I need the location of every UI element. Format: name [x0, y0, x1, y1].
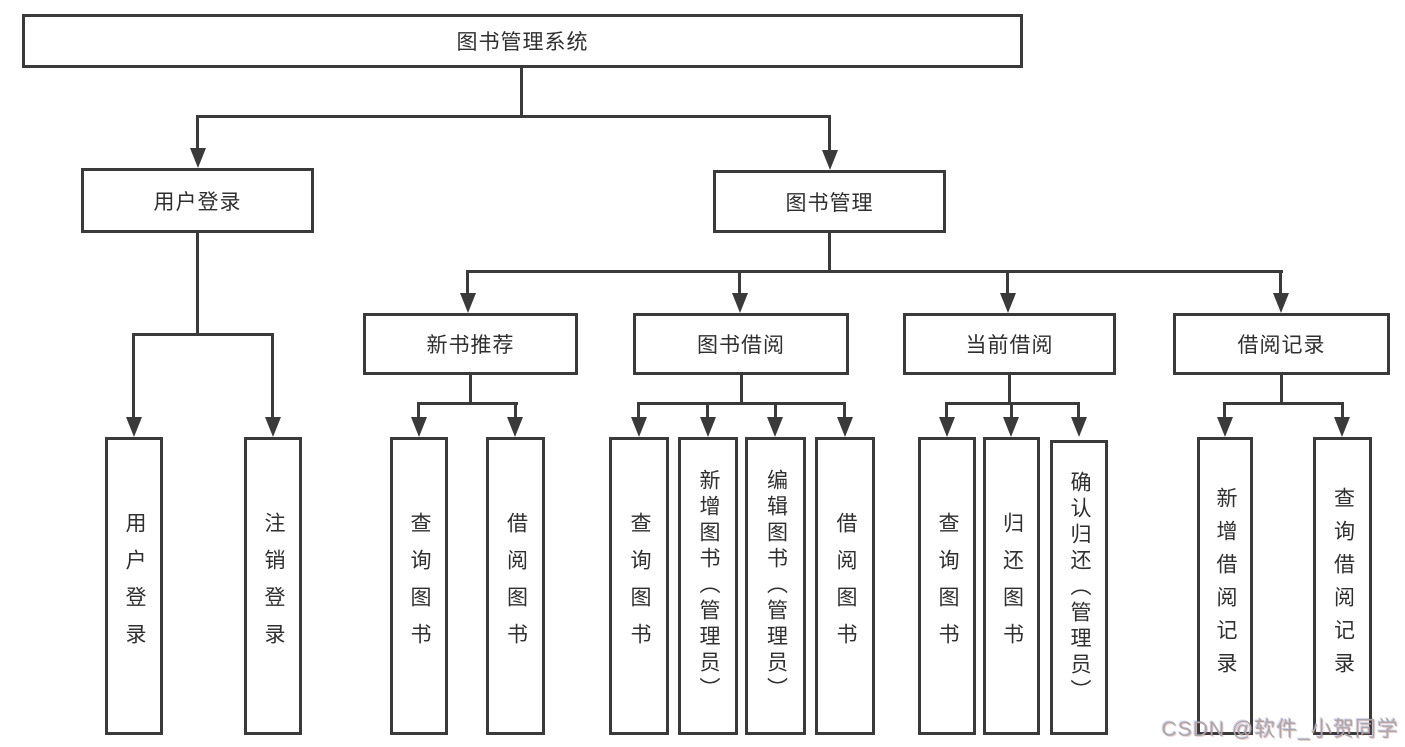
leaf-label: 编辑图书（管理员） — [764, 469, 788, 703]
connector-segment — [514, 402, 517, 419]
leaf-return-books: 归还图书 — [983, 437, 1040, 735]
connector-segment — [1006, 270, 1009, 295]
connector-segment — [738, 270, 741, 295]
leaf-label: 查询图书 — [936, 512, 959, 660]
leaf-borrow-books-recommend: 借阅图书 — [486, 437, 545, 735]
arrow-down-icon — [265, 417, 281, 437]
node-book-management: 图书管理 — [713, 170, 946, 233]
leaf-query-books-current: 查询图书 — [918, 437, 976, 735]
connector-segment — [740, 375, 743, 404]
leaf-label: 新增图书（管理员） — [697, 469, 720, 703]
leaf-query-borrow-record: 查询借阅记录 — [1313, 437, 1372, 735]
arrow-down-icon — [1217, 417, 1233, 437]
arrow-down-icon — [190, 148, 206, 168]
leaf-label: 查询图书 — [628, 512, 651, 660]
connector-segment — [1077, 402, 1080, 419]
connector-segment — [1008, 375, 1011, 404]
leaf-confirm-return-admin: 确认归还（管理员） — [1050, 440, 1108, 735]
connector-segment — [467, 270, 1283, 273]
leaf-label: 查询图书 — [408, 512, 431, 660]
connector-segment — [132, 333, 274, 336]
leaf-edit-books-admin: 编辑图书（管理员） — [745, 437, 806, 735]
connector-segment — [271, 333, 274, 419]
leaf-add-books-admin: 新增图书（管理员） — [678, 437, 738, 735]
arrow-down-icon — [507, 417, 523, 437]
leaf-user-login: 用户登录 — [105, 437, 163, 735]
node-new-book-recommendation: 新书推荐 — [363, 313, 578, 375]
connector-segment — [197, 115, 831, 118]
leaf-label: 确认归还（管理员） — [1068, 470, 1091, 705]
leaf-query-books-borrowing: 查询图书 — [609, 437, 669, 735]
connector-segment — [1223, 402, 1226, 419]
connector-segment — [774, 402, 777, 419]
leaf-logout: 注销登录 — [244, 437, 302, 735]
arrow-down-icon — [126, 417, 142, 437]
leaf-label: 用户登录 — [123, 512, 146, 660]
arrow-down-icon — [939, 417, 955, 437]
connector-segment — [945, 402, 948, 419]
connector-segment — [1010, 402, 1013, 419]
arrow-down-icon — [1003, 417, 1019, 437]
leaf-label: 新增借阅记录 — [1214, 487, 1237, 685]
arrow-down-icon — [1071, 417, 1087, 437]
connector-segment — [1279, 270, 1282, 295]
connector-segment — [1341, 402, 1344, 419]
node-book-borrowing: 图书借阅 — [633, 313, 849, 375]
arrow-down-icon — [767, 417, 783, 437]
leaf-label: 归还图书 — [1000, 512, 1024, 660]
connector-segment — [196, 233, 199, 335]
node-root-library-system: 图书管理系统 — [22, 14, 1023, 68]
connector-segment — [843, 402, 846, 419]
node-borrowing-records: 借阅记录 — [1173, 313, 1390, 375]
leaf-label: 借阅图书 — [834, 512, 857, 660]
leaf-query-books-recommend: 查询图书 — [390, 437, 448, 735]
connector-segment — [706, 402, 709, 419]
node-user-login: 用户登录 — [81, 168, 314, 233]
arrow-down-icon — [460, 293, 476, 313]
csdn-watermark: CSDN @软件_小贺同学 — [1161, 718, 1399, 741]
leaf-add-borrow-record: 新增借阅记录 — [1197, 437, 1253, 735]
connector-segment — [1223, 402, 1344, 405]
connector-segment — [828, 115, 831, 153]
leaf-label: 注销登录 — [262, 512, 285, 660]
connector-segment — [417, 402, 518, 405]
arrow-down-icon — [700, 417, 716, 437]
arrow-down-icon — [411, 417, 427, 437]
arrow-down-icon — [1334, 417, 1350, 437]
connector-segment — [469, 375, 472, 404]
arrow-down-icon — [837, 417, 853, 437]
arrow-down-icon — [822, 150, 838, 170]
arrow-down-icon — [732, 293, 748, 313]
connector-segment — [132, 333, 135, 419]
arrow-down-icon — [631, 417, 647, 437]
connector-segment — [1280, 375, 1283, 404]
node-current-borrowing: 当前借阅 — [903, 313, 1116, 375]
connector-segment — [637, 402, 640, 419]
connector-segment — [945, 402, 1080, 405]
arrow-down-icon — [1000, 293, 1016, 313]
connector-segment — [637, 402, 846, 405]
connector-segment — [466, 270, 469, 295]
connector-segment — [196, 115, 199, 151]
arrow-down-icon — [1273, 293, 1289, 313]
connector-segment — [828, 233, 831, 273]
leaf-borrow-books-borrowing: 借阅图书 — [815, 437, 875, 735]
connector-segment — [520, 68, 523, 118]
leaf-label: 借阅图书 — [504, 512, 528, 660]
leaf-label: 查询借阅记录 — [1331, 487, 1355, 685]
connector-segment — [417, 402, 420, 419]
